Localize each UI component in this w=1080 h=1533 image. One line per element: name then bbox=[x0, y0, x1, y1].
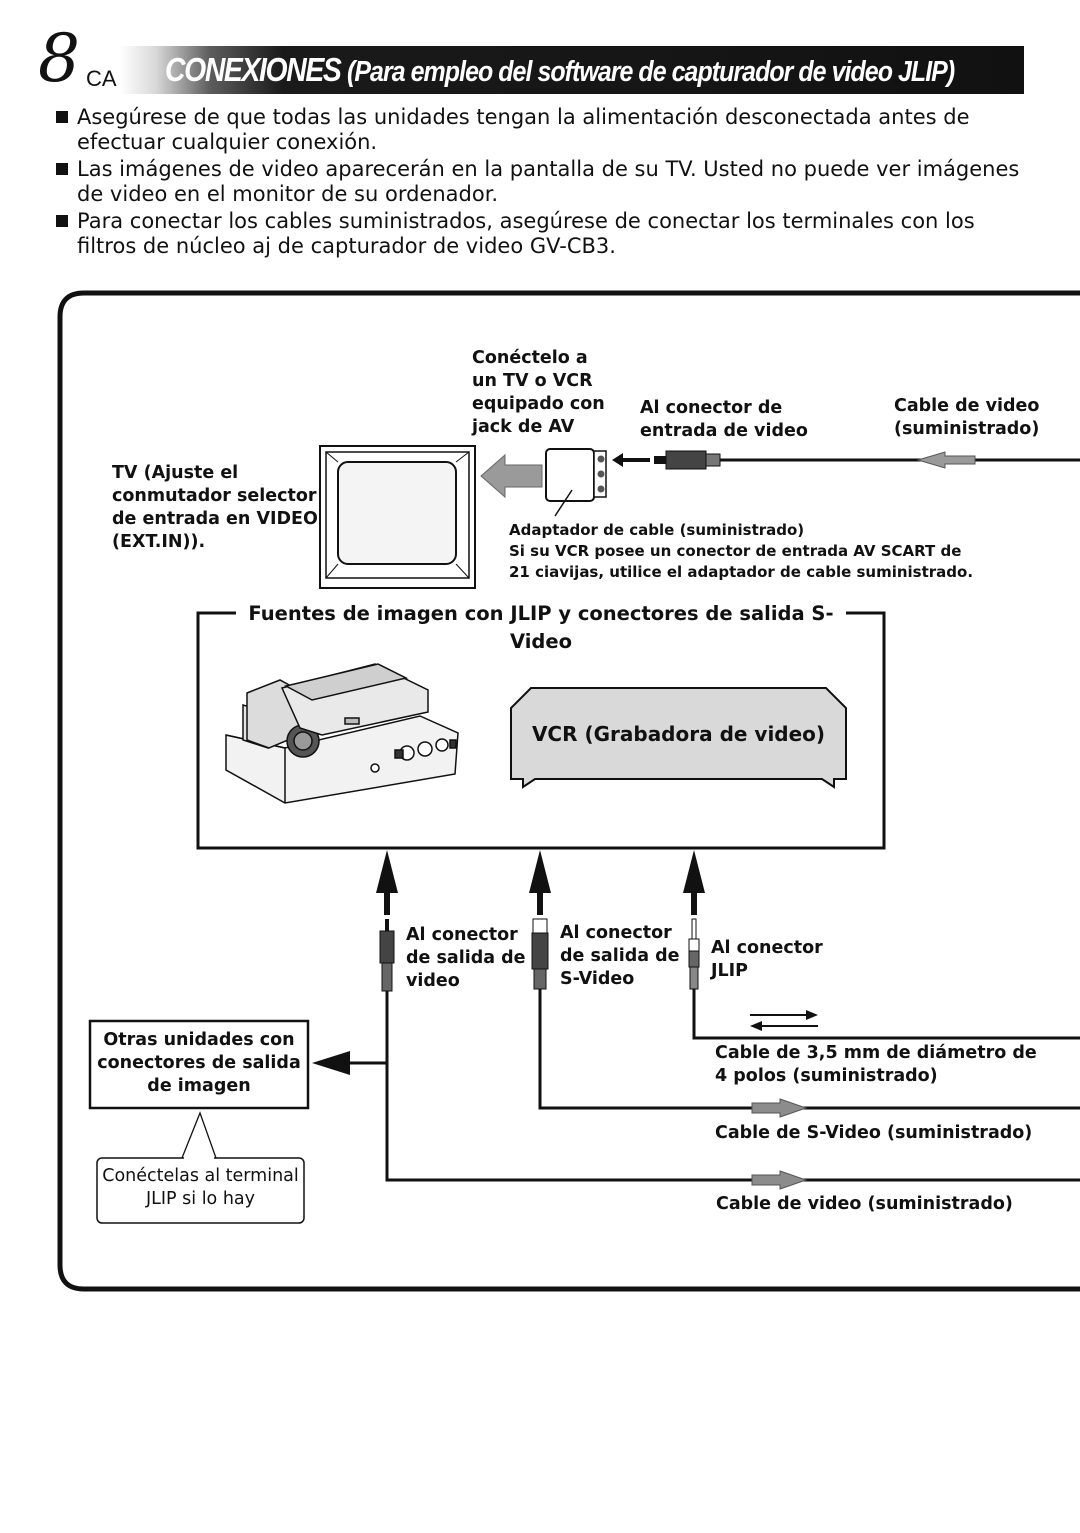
instruction-list: Asegúrese de que todas las unidades teng… bbox=[54, 105, 1034, 261]
video-cable-top-label: Cable de video(suministrado) bbox=[894, 396, 1040, 439]
page-number: 8 bbox=[38, 20, 80, 97]
arrow-to-adapter-icon bbox=[612, 453, 650, 467]
other-units-box bbox=[88, 1019, 310, 1110]
up-arrow-jlip-icon bbox=[683, 850, 705, 893]
bidirectional-arrow-icon bbox=[750, 1010, 818, 1031]
title-main: CONEXIONES bbox=[165, 51, 347, 88]
title-subtitle: (Para empleo del software de capturador … bbox=[346, 56, 955, 88]
arrow-into-tv-icon bbox=[480, 453, 543, 499]
title-bar bbox=[120, 46, 1024, 94]
up-arrow-video-icon bbox=[376, 850, 398, 893]
adapter-note: Adaptador de cable (suministrado)Si su V… bbox=[509, 521, 974, 581]
language-code: CA bbox=[86, 66, 117, 91]
rca-plug-icon bbox=[654, 450, 721, 470]
vcr-label: VCR (Grabadora de video) bbox=[531, 722, 826, 746]
video-cable-label: Cable de video (suministrado) bbox=[716, 1194, 1013, 1214]
instruction-item: Asegúrese de que todas las unidades teng… bbox=[54, 105, 1034, 155]
video-camera-icon bbox=[225, 663, 459, 804]
instruction-item: Las imágenes de video aparecerán en la p… bbox=[54, 157, 1034, 207]
page-title: CONEXIONES (Para empleo del software de … bbox=[165, 50, 955, 92]
svideo-plug-icon bbox=[531, 918, 549, 990]
diagram-frame bbox=[57, 290, 1080, 1292]
cable-direction-arrow-icon bbox=[916, 451, 976, 469]
square-bullet-icon bbox=[56, 215, 68, 227]
arrow-to-other-units-icon bbox=[312, 1051, 350, 1075]
up-arrow-svideo-icon bbox=[529, 850, 551, 893]
sources-box bbox=[196, 611, 886, 850]
instruction-item: Para conectar los cables suministrados, … bbox=[54, 209, 1034, 259]
scart-adapter-icon bbox=[545, 448, 607, 502]
square-bullet-icon bbox=[56, 111, 68, 123]
svideo-cable-arrow-icon bbox=[751, 1098, 808, 1118]
square-bullet-icon bbox=[56, 163, 68, 175]
sources-title: Fuentes de imagen con JLIP y conectores … bbox=[236, 600, 846, 656]
svideo-cable-label: Cable de S-Video (suministrado) bbox=[715, 1123, 1033, 1143]
video-cable-arrow-icon bbox=[751, 1170, 808, 1190]
tv-icon bbox=[319, 445, 476, 589]
vcr-icon bbox=[510, 687, 847, 789]
video-plug-icon bbox=[379, 919, 395, 992]
jlip-plug-icon bbox=[688, 918, 700, 990]
